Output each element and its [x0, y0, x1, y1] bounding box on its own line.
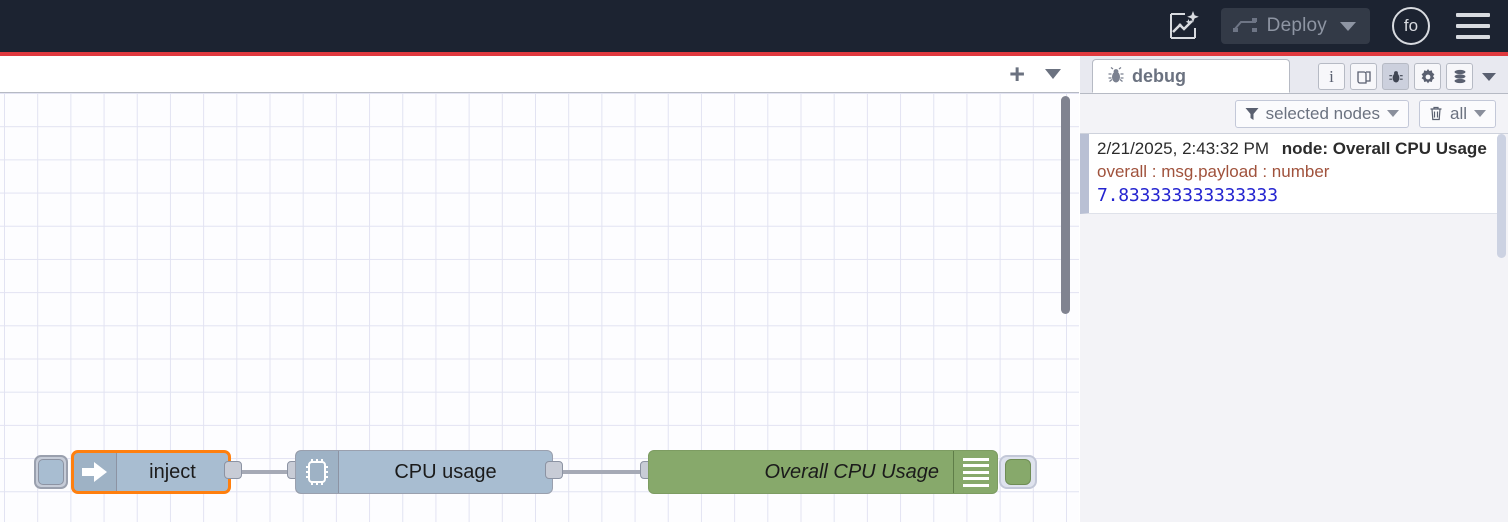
flow-canvas[interactable]: inject CPU usage Overall CPU Usag — [0, 93, 1079, 522]
context-data-icon[interactable] — [1446, 63, 1473, 90]
deploy-button[interactable]: Deploy — [1220, 8, 1370, 44]
filter-nodes-dropdown[interactable]: selected nodes — [1234, 99, 1409, 128]
inject-trigger-button-inner[interactable] — [38, 459, 64, 485]
wire-inject-to-cpu[interactable] — [232, 470, 296, 474]
debug-message-source-node[interactable]: node: Overall CPU Usage — [1281, 139, 1487, 158]
bug-icon — [1107, 67, 1125, 85]
tab-debug-label: debug — [1132, 65, 1186, 86]
debug-bug-icon[interactable] — [1382, 63, 1409, 90]
node-cpu-usage[interactable]: CPU usage — [295, 450, 553, 494]
help-book-icon[interactable] — [1350, 63, 1377, 90]
debug-message-value: 7.833333333333333 — [1097, 185, 1278, 206]
app-header: Deploy fo — [0, 0, 1508, 52]
node-debug-label: Overall CPU Usage — [764, 460, 939, 483]
debug-message-list[interactable]: 2/21/2025, 2:43:32 PM node: Overall CPU … — [1080, 134, 1508, 522]
ai-flow-sparkle-icon[interactable] — [1163, 6, 1203, 46]
canvas-vertical-scrollbar[interactable] — [1061, 96, 1070, 314]
filter-nodes-caret-icon[interactable] — [1386, 110, 1399, 117]
deploy-label: Deploy — [1266, 15, 1327, 36]
info-icon[interactable]: i — [1318, 63, 1345, 90]
debug-panel-scrollbar[interactable] — [1497, 134, 1506, 258]
debug-enable-toggle-indicator[interactable] — [1005, 459, 1031, 485]
node-inject-label: inject — [149, 460, 196, 483]
filter-icon — [1245, 107, 1259, 121]
debug-message-topic: overall : msg.payload : number — [1097, 162, 1330, 181]
flow-list-chevron-down-icon[interactable] — [1045, 69, 1061, 79]
clear-log-label: all — [1449, 103, 1467, 123]
tab-debug[interactable]: debug — [1092, 59, 1290, 93]
debug-message-timestamp: 2/21/2025, 2:43:32 PM — [1097, 139, 1270, 158]
node-inject[interactable]: inject — [71, 450, 231, 494]
debug-lines-icon — [953, 451, 997, 493]
trash-icon — [1429, 106, 1443, 121]
sidebar-tab-icons: i — [1318, 63, 1508, 93]
add-flow-button[interactable]: + — [1009, 59, 1025, 89]
debug-message-row[interactable]: 2/21/2025, 2:43:32 PM node: Overall CPU … — [1080, 134, 1498, 214]
sidebar-more-chevron-down-icon[interactable] — [1482, 72, 1496, 81]
avatar-initials: fo — [1403, 16, 1419, 35]
port-inject-output[interactable] — [224, 461, 242, 479]
node-cpu-usage-label: CPU usage — [394, 460, 497, 483]
hamburger-menu-icon[interactable] — [1456, 13, 1490, 39]
port-cpu-output[interactable] — [545, 461, 563, 479]
flow-workspace: + inject — [0, 56, 1079, 522]
clear-log-caret-icon[interactable] — [1474, 110, 1486, 117]
clear-log-dropdown[interactable]: all — [1418, 99, 1496, 128]
sidebar-tabrow: debug i — [1080, 56, 1508, 94]
deploy-dropdown-caret[interactable] — [1340, 21, 1356, 31]
wire-cpu-to-debug[interactable] — [553, 470, 649, 474]
node-debug[interactable]: Overall CPU Usage — [648, 450, 998, 494]
header-accent-rule — [0, 52, 1508, 56]
cpu-chip-icon — [296, 451, 339, 493]
debug-filter-row: selected nodes all — [1080, 94, 1508, 134]
deploy-icon — [1232, 16, 1258, 36]
filter-nodes-label: selected nodes — [1265, 103, 1380, 123]
right-sidebar: debug i — [1080, 56, 1508, 522]
inject-arrow-icon — [74, 453, 117, 491]
config-gear-icon[interactable] — [1414, 63, 1441, 90]
flow-tabbar: + — [0, 56, 1079, 93]
user-avatar[interactable]: fo — [1392, 7, 1430, 45]
